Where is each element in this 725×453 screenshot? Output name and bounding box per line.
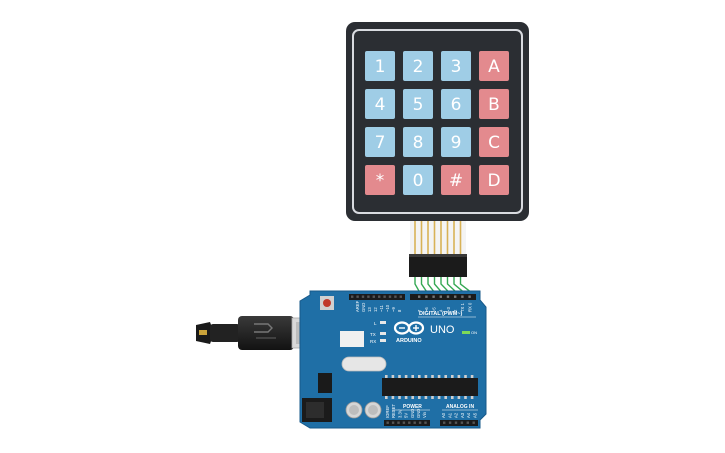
pin-label: RX 0	[467, 302, 472, 312]
model-label: UNO	[430, 324, 455, 336]
crystal	[341, 356, 387, 372]
pin-label: 5V	[404, 413, 409, 418]
arduino-logo-icon	[393, 321, 425, 335]
keypad-key-label: D	[487, 171, 500, 191]
keypad-key[interactable]: D	[479, 165, 509, 195]
pin-label: 8	[397, 309, 402, 312]
digital-header	[410, 294, 476, 300]
pin-label: ~5	[431, 307, 436, 312]
keypad-key[interactable]: 7	[365, 127, 395, 157]
pin-label: A0	[441, 412, 446, 418]
keypad-key-label: 9	[451, 133, 462, 153]
pin-label: GND	[416, 409, 421, 418]
ribbon-connector	[409, 254, 467, 277]
pin-label: TX 1	[460, 302, 465, 312]
pin-label: IOREF	[385, 405, 390, 418]
led-label-rx: RX	[370, 339, 376, 344]
keypad-key[interactable]: *	[365, 165, 395, 195]
keypad-key[interactable]: B	[479, 89, 509, 119]
keypad-key[interactable]: 1	[365, 51, 395, 81]
keypad-key[interactable]: 8	[403, 127, 433, 157]
keypad-key-label: 7	[375, 133, 386, 153]
analog-header-label: ANALOG IN	[446, 404, 474, 410]
led-label-l: L	[374, 321, 377, 326]
keypad-key[interactable]: 5	[403, 89, 433, 119]
aref-header	[349, 294, 405, 300]
keypad-key-label: B	[488, 95, 500, 115]
keypad-key[interactable]: A	[479, 51, 509, 81]
capacitors	[345, 401, 382, 419]
keypad-ribbon-cable	[409, 221, 467, 277]
keypad-key[interactable]: 2	[403, 51, 433, 81]
keypad-key-label: 2	[413, 57, 424, 77]
atmega-chip	[382, 378, 478, 396]
led-label-tx: TX	[370, 332, 376, 337]
keypad-key-label: 6	[451, 95, 462, 115]
keypad-key[interactable]: 0	[403, 165, 433, 195]
pin-label: GND	[361, 303, 366, 312]
pin-label: A5	[473, 412, 478, 418]
keypad-key-label: 5	[413, 95, 424, 115]
pin-label: ~6	[424, 307, 429, 312]
pin-label: 13	[367, 307, 372, 312]
keypad-key[interactable]: 9	[441, 127, 471, 157]
keypad-key[interactable]: C	[479, 127, 509, 157]
keypad-keys: 1 2 3 A 4 5 6 B 7 8 9 C * 0 # D	[365, 51, 509, 195]
keypad-key-label: 4	[375, 95, 386, 115]
pin-label: 12	[373, 307, 378, 312]
pin-label: A3	[460, 412, 465, 418]
reset-button-icon[interactable]	[320, 296, 334, 310]
keypad-inner-border	[352, 29, 523, 214]
keypad-key[interactable]: 3	[441, 51, 471, 81]
pin-label: 4	[439, 309, 444, 312]
brand-label: ARDUINO	[396, 338, 422, 344]
keypad-key-label: *	[376, 171, 385, 191]
pin-label: ~3	[446, 307, 451, 312]
pin-label: A4	[466, 412, 471, 418]
pin-label: Vin	[422, 411, 427, 418]
keypad-key-label: #	[449, 171, 463, 191]
ribbon-backing	[410, 221, 466, 254]
pin-label: 2	[453, 309, 458, 312]
keypad-key-label: 3	[451, 57, 462, 77]
keypad-key[interactable]: 6	[441, 89, 471, 119]
pin-label: A1	[447, 412, 452, 418]
pin-label: 7	[417, 309, 422, 312]
pin-label: RESET	[391, 404, 396, 418]
analog-header	[440, 420, 478, 426]
keypad-key[interactable]: #	[441, 165, 471, 195]
digital-header-label: DIGITAL (PWM~)	[419, 311, 463, 317]
status-leds: L TX RX	[370, 321, 386, 344]
pin-label: GND	[410, 409, 415, 418]
keypad-key-label: 8	[413, 133, 424, 153]
pin-label: ~10	[385, 304, 390, 312]
voltage-regulator	[318, 373, 332, 393]
keypad-key-label: C	[488, 133, 500, 153]
on-label: ON	[471, 330, 477, 335]
power-header	[384, 420, 430, 426]
power-header-label: POWER	[403, 404, 422, 410]
pin-label: ~11	[379, 305, 384, 312]
keypad-key[interactable]: 4	[365, 89, 395, 119]
keypad: 1 2 3 A 4 5 6 B 7 8 9 C * 0 # D	[346, 22, 529, 221]
pin-label: A2	[454, 412, 459, 418]
ribbon-connector-edge	[409, 254, 467, 257]
keypad-key-label: A	[488, 57, 500, 77]
keypad-key-label: 1	[375, 57, 386, 77]
pin-label: ~9	[391, 307, 396, 312]
smd-chip	[340, 331, 364, 347]
keypad-key-label: 0	[413, 171, 424, 191]
on-led	[462, 331, 470, 334]
pin-label: AREF	[355, 300, 360, 312]
pin-label: 3.3V	[397, 409, 402, 418]
